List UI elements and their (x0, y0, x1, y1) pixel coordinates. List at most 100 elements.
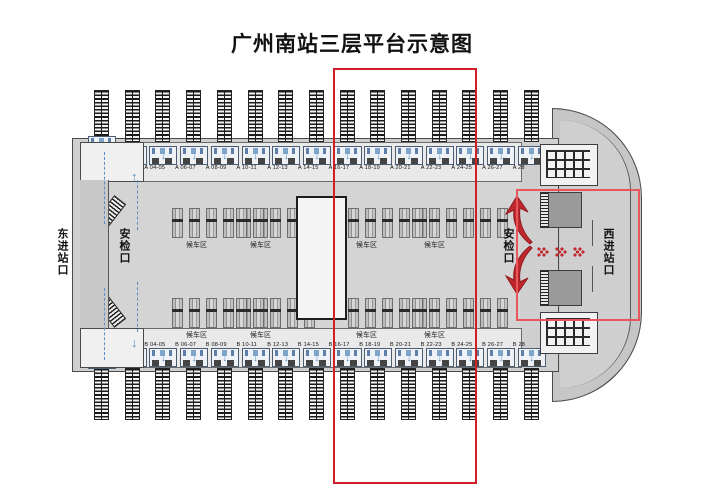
gate-direction-arrow-icon: ↓ (283, 353, 289, 364)
turnstile-icon (273, 360, 300, 366)
platform-stairs-top (94, 90, 109, 142)
service-room-top-grid (546, 150, 590, 178)
turnstile-icon (488, 360, 515, 366)
ticket-check-icon (365, 350, 392, 356)
turnstile-icon (242, 158, 269, 164)
gate-top-14-label: A 28 (512, 165, 525, 171)
gate-top-2-kiosk[interactable]: ↓ (149, 146, 178, 165)
gate-bottom-2-kiosk[interactable]: ↓ (149, 348, 178, 367)
red-entry-arrow-upper-icon (504, 195, 533, 245)
gate-bottom-2-label: B 04-05 (144, 342, 166, 348)
gate-bottom-6-label: B 12-13 (267, 342, 289, 348)
ticket-check-icon (396, 350, 422, 356)
seating-column (189, 208, 200, 238)
gate-top-6-label: A 12-13 (267, 165, 288, 171)
gate-direction-arrow-icon: ↓ (345, 151, 351, 162)
gate-top-4-kiosk[interactable]: ↓ (210, 146, 239, 165)
gate-bottom-13-kiosk[interactable]: ↓ (487, 348, 516, 367)
security-check-right-label: 安检口 (502, 228, 515, 264)
gate-bottom-12-kiosk[interactable]: ↓ (456, 348, 485, 367)
east-entrance-label: 东进站口 (56, 228, 69, 276)
gate-direction-arrow-icon: ↓ (345, 353, 351, 364)
gate-top-7-label: A 14-15 (297, 165, 319, 171)
seating-column (270, 298, 281, 328)
central-core-block (296, 196, 347, 320)
gate-direction-arrow-icon: ↓ (406, 151, 412, 162)
gate-top-14-kiosk[interactable]: ↓ (517, 146, 546, 165)
ticket-check-icon (518, 148, 545, 154)
gate-top-3-kiosk[interactable]: ↓ (180, 146, 209, 165)
gate-top-5-kiosk[interactable]: ↓ (241, 146, 270, 165)
seating-column (382, 298, 393, 328)
turnstile-icon (488, 158, 515, 164)
flow-marker-2-icon (554, 246, 570, 260)
platform-stairs-top (370, 90, 386, 142)
gate-bottom-4-label: B 08-09 (205, 342, 227, 348)
ticket-check-icon (242, 350, 269, 356)
gate-bottom-3-kiosk[interactable]: ↓ (180, 348, 209, 367)
platform-stairs-top (247, 90, 263, 142)
west-entrance-tick-bottom (592, 266, 593, 292)
ticket-check-icon (242, 148, 269, 154)
gate-direction-arrow-icon: ↓ (314, 151, 320, 162)
waiting-area-label: 候车区 (424, 241, 445, 249)
west-platforms-highlight-box[interactable] (333, 68, 477, 484)
platform-stairs-top (308, 90, 324, 142)
west-entrance-label: 西进站口 (602, 228, 615, 276)
gate-top-6-kiosk[interactable]: ↓ (272, 146, 301, 165)
gate-bottom-3-label: B 06-07 (175, 342, 197, 348)
gate-bottom-12-label: B 24-25 (451, 342, 473, 348)
gate-bottom-11-label: B 22-23 (420, 342, 442, 348)
platform-stairs-bottom (247, 368, 263, 420)
platform-stairs-bottom (124, 368, 140, 420)
seating-column (497, 208, 508, 238)
gate-bottom-8-kiosk[interactable]: ↓ (333, 348, 362, 367)
gate-top-4-label: A 08-09 (205, 165, 227, 171)
ticket-check-icon (518, 350, 545, 356)
gate-bottom-6-kiosk[interactable]: ↓ (272, 348, 301, 367)
turnstile-icon (426, 158, 453, 164)
gate-direction-arrow-icon: ↓ (529, 353, 535, 364)
west-entrance-highlight-box[interactable] (516, 189, 640, 321)
page-title: 广州南站三层平台示意图 (231, 32, 473, 56)
seating-column (429, 208, 440, 238)
gate-bottom-14-kiosk[interactable]: ↓ (517, 348, 546, 367)
gate-top-3-label: A 06-07 (175, 165, 196, 171)
gate-bottom-5-kiosk[interactable]: ↓ (241, 348, 270, 367)
seating-column (365, 298, 376, 328)
turnstile-icon (334, 158, 361, 164)
gate-top-9-kiosk[interactable]: ↓ (364, 146, 393, 165)
gate-top-13-kiosk[interactable]: ↓ (487, 146, 516, 165)
gate-top-12-kiosk[interactable]: ↓ (456, 146, 485, 165)
east-entrance-vestibule-bottom (80, 328, 144, 368)
turnstile-icon (334, 360, 361, 366)
seating-column (348, 298, 359, 328)
gate-bottom-10-kiosk[interactable]: ↓ (395, 348, 423, 367)
turnstile-icon (181, 158, 208, 164)
turnstile-icon (211, 360, 238, 366)
ticket-check-icon (150, 148, 177, 154)
gate-top-11-label: A 22-23 (420, 165, 442, 171)
waiting-area-label: 候车区 (250, 331, 271, 339)
gate-top-10-kiosk[interactable]: ↓ (395, 146, 423, 165)
platform-stairs-bottom (401, 368, 416, 420)
seating-column (223, 208, 234, 238)
gate-direction-arrow-icon: ↓ (222, 151, 228, 162)
gate-top-7-kiosk[interactable]: ↓ (302, 146, 331, 165)
turnstile-icon (303, 158, 330, 164)
gate-bottom-9-kiosk[interactable]: ↓ (364, 348, 393, 367)
gate-bottom-7-kiosk[interactable]: ↓ (302, 348, 331, 367)
gate-top-11-kiosk[interactable]: ↓ (425, 146, 454, 165)
gate-bottom-4-kiosk[interactable]: ↓ (210, 348, 239, 367)
gate-direction-arrow-icon: ↓ (498, 151, 504, 162)
turnstile-icon (181, 360, 208, 366)
gate-direction-arrow-icon: ↓ (529, 151, 535, 162)
seating-column (223, 298, 234, 328)
gate-direction-arrow-icon: ↓ (375, 151, 381, 162)
platform-stairs-bottom (186, 368, 202, 420)
gate-bottom-11-kiosk[interactable]: ↓ (425, 348, 454, 367)
flow-line-east-bottom (104, 288, 105, 360)
gate-top-5-label: A 10-11 (236, 165, 257, 171)
platform-stairs-top (124, 90, 140, 142)
seating-column (480, 298, 491, 328)
